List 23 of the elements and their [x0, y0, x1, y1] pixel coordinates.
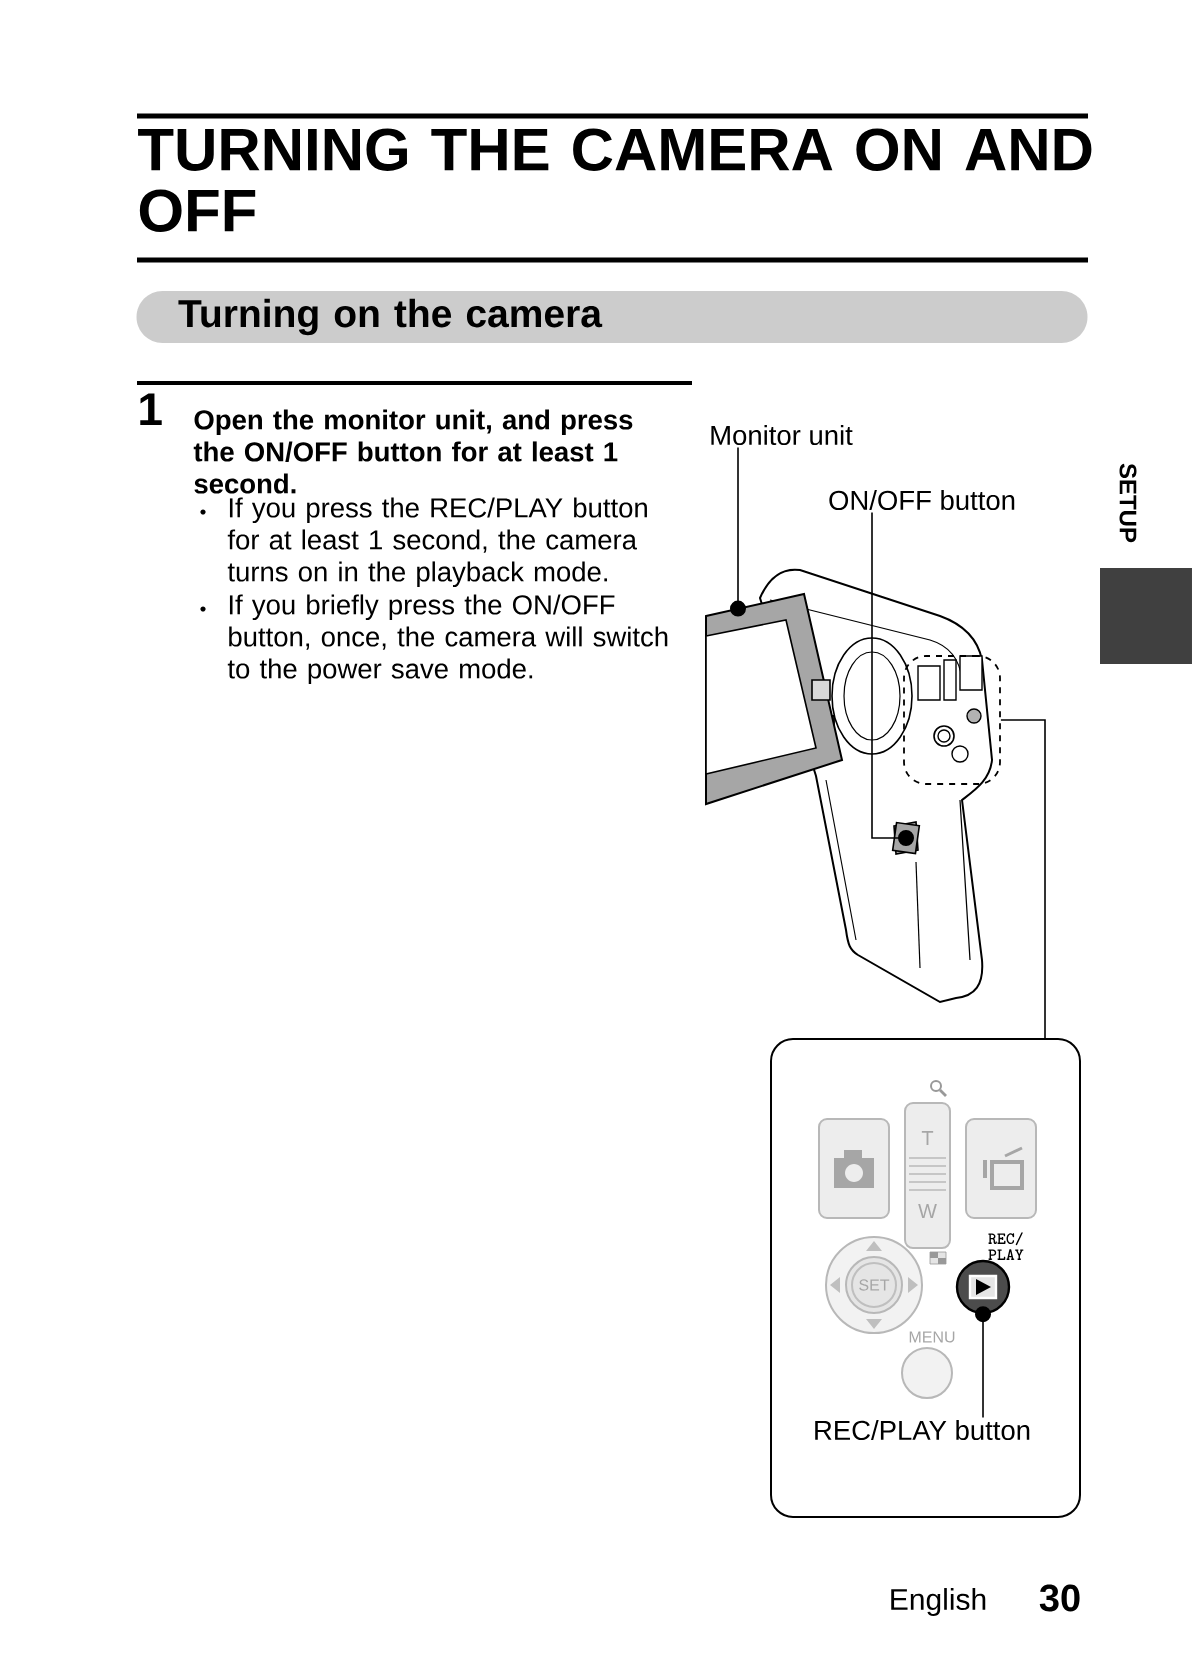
callout-label: REC/PLAY button — [815, 1419, 1030, 1441]
lever-label: W — [918, 1204, 937, 1218]
dashed-outline — [903, 655, 1001, 785]
bullet-text: If you press the REC/PLAY button for at least 1 second, the camera turns on in the playback mode. — [227, 497, 647, 588]
callout-label: ON/OFF button — [829, 489, 1015, 511]
callout-label: Monitor unit — [711, 424, 853, 446]
page-title: TURNING THE CAMERA ON AND OFF — [138, 128, 1092, 232]
step-number: 1 — [140, 393, 162, 426]
leader-line — [871, 511, 914, 846]
button-label: MENU — [909, 1331, 955, 1343]
leader-line — [730, 446, 746, 617]
lever-label: T — [921, 1131, 934, 1145]
leader-line — [1000, 719, 1046, 1039]
language-label: English — [891, 1588, 986, 1616]
button-label: REC/ PLAY — [988, 1232, 1024, 1260]
leader-line — [975, 1306, 991, 1419]
page-number: 30 — [1039, 1584, 1080, 1612]
section-band: Turning on the camera — [136, 291, 1088, 343]
inset-panel — [770, 1038, 1081, 1518]
button-label: SET — [859, 1279, 890, 1291]
step-heading: Open the monitor unit, and press the ON/OFF button for at least 1 second. — [193, 409, 633, 494]
bullet-text: If you briefly press the ON/OFF button, once, the camera will switch to the power save mode. — [227, 594, 668, 685]
section-tab-label: SETUP — [1119, 463, 1137, 543]
